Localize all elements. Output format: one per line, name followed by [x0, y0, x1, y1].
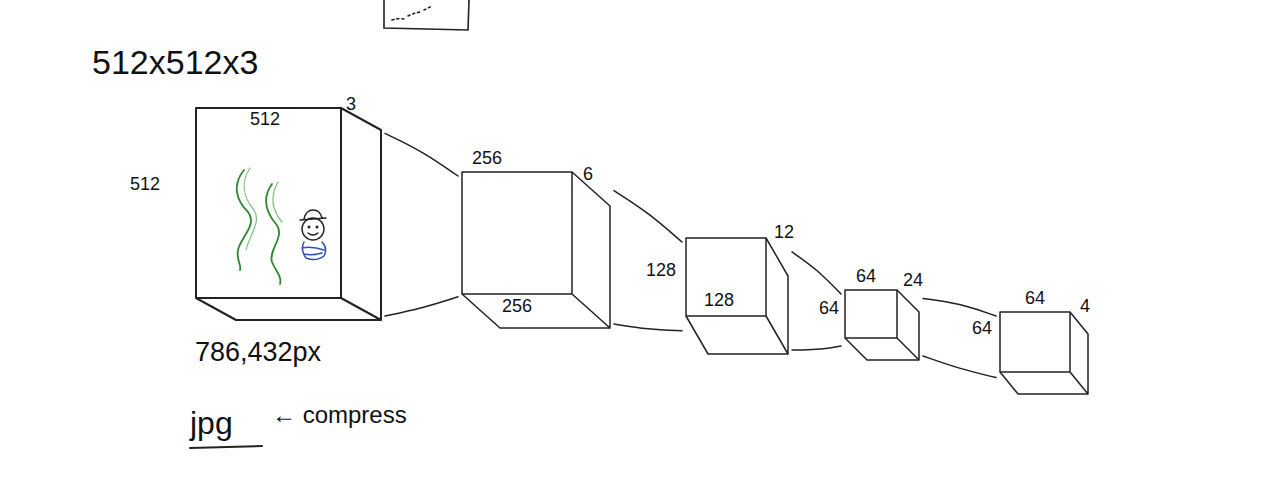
bottom-face — [686, 316, 788, 354]
tensor-cuboid: 12812128 — [686, 238, 788, 354]
cuboid-outline — [462, 172, 612, 330]
tensor-cuboid: 2566256 — [462, 172, 610, 328]
side-face — [897, 290, 919, 360]
sketch-note: jpg — [190, 404, 233, 442]
partial-box — [384, 0, 469, 30]
person-drawing — [300, 210, 326, 260]
dimension-label: 4 — [1080, 296, 1090, 316]
funnel-connector — [792, 252, 841, 294]
bottom-face — [845, 338, 919, 360]
dimension-label: 256 — [472, 148, 502, 168]
front-face — [686, 238, 766, 316]
funnel-connector — [385, 133, 458, 176]
funnel-connector — [385, 297, 458, 316]
sketch-note: 512x512x3 — [92, 42, 258, 83]
funnel-connector — [614, 191, 682, 242]
dimension-label: 256 — [502, 296, 532, 316]
dimension-label: 64 — [972, 318, 992, 338]
funnel-connector — [923, 298, 996, 316]
cuboid-outline — [1000, 312, 1090, 396]
bottom-face — [196, 298, 381, 320]
dimension-label: 24 — [903, 270, 923, 290]
underline — [190, 446, 262, 448]
dimension-label: 512 — [130, 174, 160, 194]
landscape-drawing — [237, 168, 282, 284]
front-face — [845, 290, 897, 338]
dimension-label: 64 — [819, 298, 839, 318]
front-face — [462, 172, 572, 294]
side-face — [1070, 312, 1088, 394]
partial-scribble — [392, 6, 432, 20]
dimension-label: 64 — [1025, 288, 1045, 308]
tensor-cuboid: 5123512 — [196, 108, 381, 320]
dimension-label: 64 — [856, 266, 876, 286]
cuboid-outline — [196, 108, 383, 322]
funnel-connector — [923, 356, 996, 378]
dimension-label: 6 — [583, 164, 593, 184]
dimension-label: 3 — [346, 94, 356, 114]
bottom-face — [1000, 372, 1088, 394]
sketch-note: 786,432px — [195, 336, 321, 368]
dimension-label: 12 — [774, 222, 794, 242]
cuboid-outline — [686, 238, 790, 356]
bottom-face — [462, 294, 610, 328]
side-face — [341, 108, 381, 320]
tensor-cuboid: 642464 — [845, 290, 919, 360]
dimension-label: 512 — [250, 109, 280, 129]
side-face — [572, 172, 610, 328]
cuboid-outline — [845, 290, 921, 362]
funnel-connector — [614, 324, 682, 331]
funnel-connector — [792, 346, 841, 350]
front-face — [196, 108, 341, 298]
side-face — [766, 238, 788, 354]
sketch-note: ← compress — [272, 400, 407, 429]
dimension-label: 128 — [704, 290, 734, 310]
dimension-label: 128 — [646, 260, 676, 280]
front-face — [1000, 312, 1070, 372]
tensor-cuboid: 64464 — [1000, 312, 1088, 394]
